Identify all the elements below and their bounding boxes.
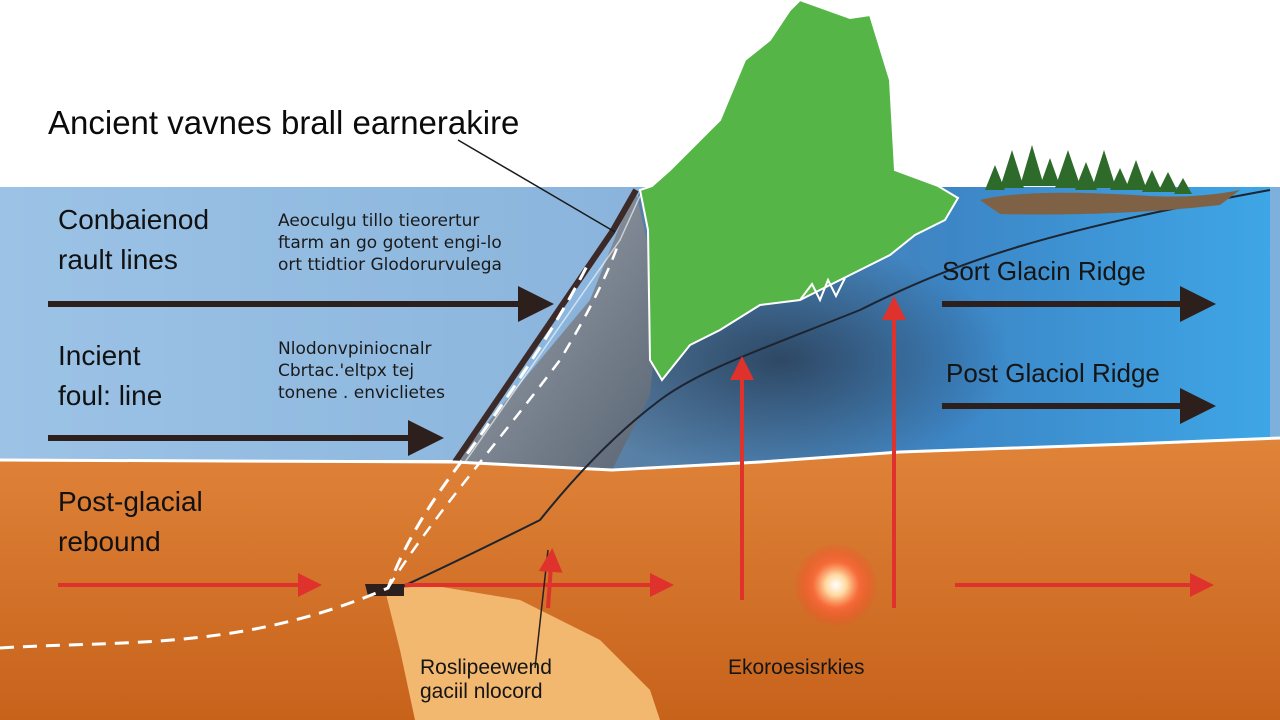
label-ancient-fault-line2: foul: line: [58, 380, 163, 411]
label-bottom-left: Roslipeewend gaciil nlocord: [420, 656, 552, 704]
note-upper-line2: ftarm an go gotent engi-lo: [278, 233, 502, 253]
note-upper-line3: ort ttidtior Glodorurvulega: [278, 255, 502, 275]
label-ancient-fault: Incient foul: line: [58, 336, 162, 416]
label-fault-lines-line2: rault lines: [58, 244, 178, 275]
note-lower-line3: tonene . enviclietes: [278, 383, 445, 403]
label-sort-glacin-ridge: Sort Glacin Ridge: [942, 256, 1146, 286]
note-upper: Aeoculgu tillo tieorertur ftarm an go go…: [278, 210, 502, 276]
label-post-glaciol-ridge: Post Glaciol Ridge: [946, 358, 1160, 388]
label-rebound-line2: rebound: [58, 526, 161, 557]
note-lower-line2: Cbrtac.'eltpx tej: [278, 361, 415, 381]
label-bottom-right: Ekoroesisrkies: [728, 656, 865, 679]
label-fault-lines: Conbaienod rault lines: [58, 200, 209, 280]
label-ancient-fault-line1: Incient: [58, 340, 141, 371]
note-upper-line1: Aeoculgu tillo tieorertur: [278, 211, 480, 231]
note-lower: Nlodonvpiniocnalr Cbrtac.'eltpx tej tone…: [278, 338, 445, 404]
diagram-title: Ancient vavnes brall earnerakire: [48, 104, 520, 141]
label-rebound-line1: Post-glacial: [58, 486, 203, 517]
label-bottom-left-line2: gaciil nlocord: [420, 680, 543, 703]
label-post-glacial-rebound: Post-glacial rebound: [58, 482, 203, 562]
note-lower-line1: Nlodonvpiniocnalr: [278, 339, 432, 359]
label-bottom-left-line1: Roslipeewend: [420, 656, 552, 679]
label-fault-lines-line1: Conbaienod: [58, 204, 210, 235]
